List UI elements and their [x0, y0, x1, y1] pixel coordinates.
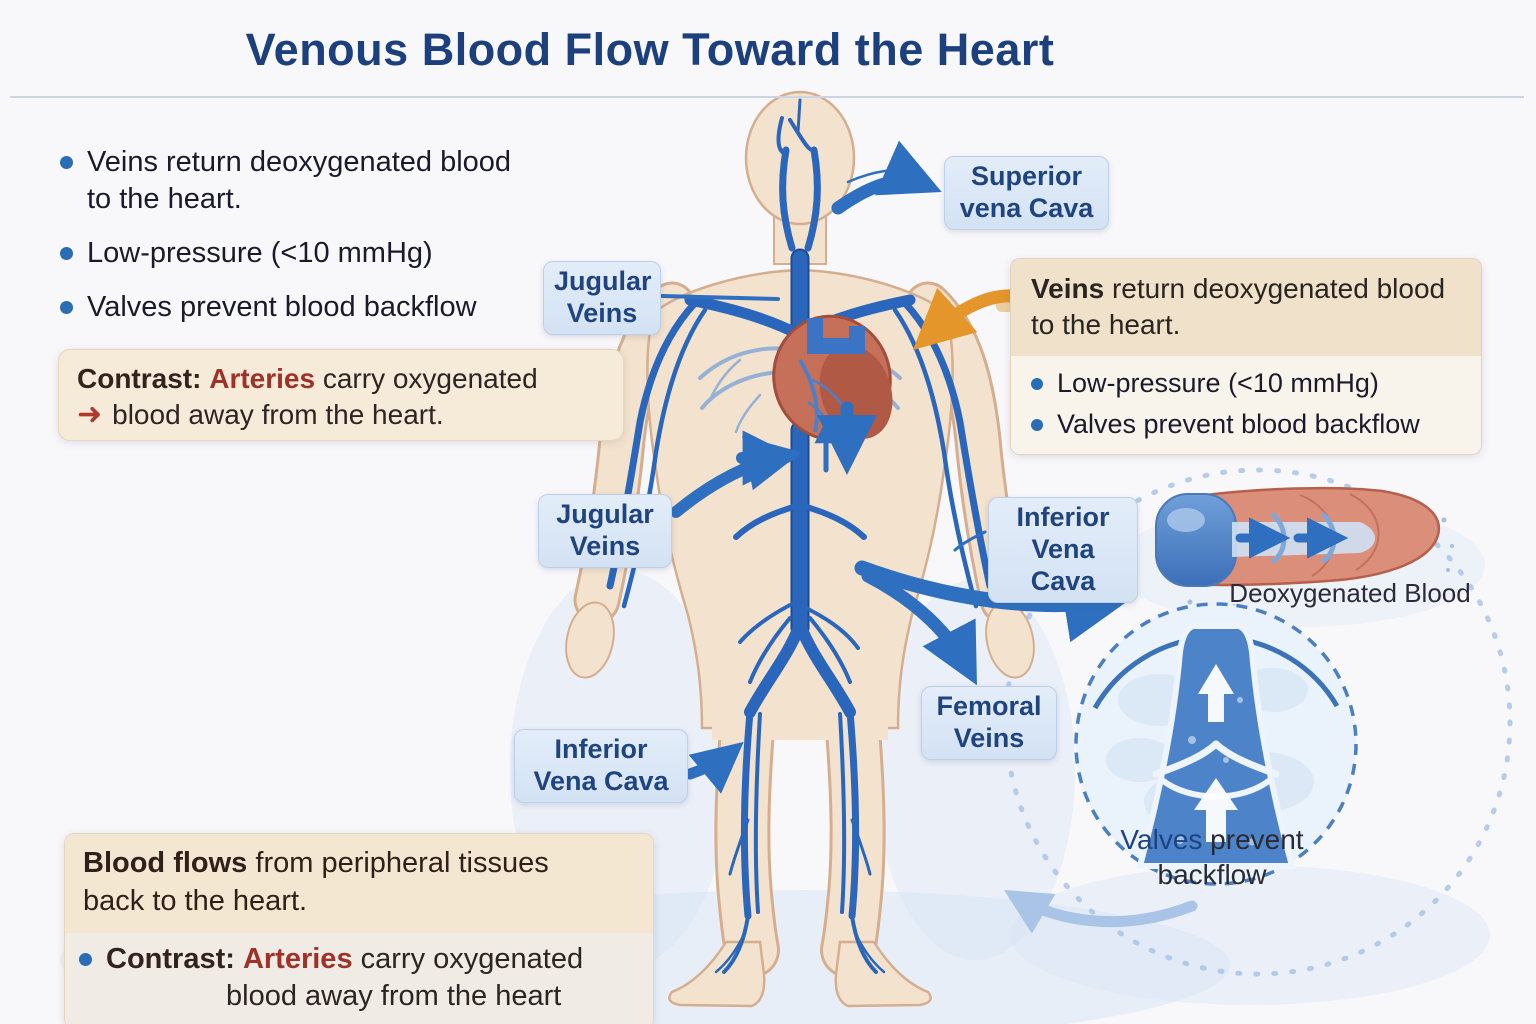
valve-inset-caption: Valves prevent backflow	[1120, 824, 1304, 890]
list-item: Valves prevent blood backflow	[60, 289, 620, 326]
bullet-icon	[79, 952, 92, 966]
inferior-vena-cava-left-arrow	[684, 741, 744, 794]
arrow-to-superior-vena-cava	[831, 140, 942, 215]
peripheral-flow-box: Blood flows from peripheral tissues back…	[64, 833, 654, 1024]
head	[744, 90, 856, 226]
list-item: Valves prevent blood backflow	[1031, 409, 1461, 440]
backflow-curved-arrow	[1004, 890, 1198, 934]
veins-info-box: Veins return deoxygenated blood to the h…	[1010, 258, 1482, 455]
left-hand	[565, 601, 615, 679]
label-jugular-veins-lower: Jugular Veins	[538, 494, 672, 568]
bullet-icon	[60, 156, 73, 169]
arrow-to-femoral-label	[861, 569, 977, 686]
contrast-note-box: Contrast: Arteries carry oxygenated ➜blo…	[58, 349, 624, 441]
right-foot	[834, 940, 932, 1008]
red-arrow-icon: ➜	[77, 398, 103, 432]
veins-info-bullets: Low-pressure (<10 mmHg) Valves prevent b…	[1011, 355, 1481, 454]
label-inferior-vena-cava-right: Inferior Vena Cava	[988, 497, 1138, 603]
bullet-icon	[1031, 377, 1043, 390]
contrast-line-2: ➜blood away from the heart.	[77, 398, 444, 432]
peripheral-flow-contrast: Contrast: Arteries carry oxygenated bloo…	[65, 932, 653, 1024]
peripheral-flow-heading: Blood flows from peripheral tissues back…	[65, 834, 653, 933]
veins-info-heading: Veins return deoxygenated blood to the h…	[1011, 259, 1481, 356]
title-divider	[10, 96, 1524, 98]
deoxygenated-blood-caption: Deoxygenated Blood	[1229, 578, 1471, 608]
bullet-icon	[1031, 418, 1043, 431]
label-superior-vena-cava: Superior vena Cava	[944, 156, 1109, 230]
vein-cross-section-illustration	[1155, 486, 1454, 616]
valve-inset-illustration	[1004, 602, 1358, 934]
pelvis	[712, 700, 888, 740]
label-femoral-veins: Femoral Veins	[921, 686, 1057, 760]
orange-arrow-from-info-box	[912, 287, 1021, 351]
jugular-upper-pointer-line	[660, 294, 780, 301]
inferior-vena-cava-right-pointer	[953, 530, 987, 552]
bullet-icon	[60, 247, 73, 261]
key-point-text: Low-pressure (<10 mmHg)	[87, 237, 433, 270]
valve-up-arrows	[1194, 664, 1238, 842]
contrast-line-1: Contrast: Arteries carry oxygenated	[77, 363, 538, 394]
label-inferior-vena-cava-left: Inferior Vena Cava	[514, 729, 688, 803]
left-foot	[668, 940, 766, 1008]
key-point-text: Valves prevent blood backflow	[87, 291, 477, 324]
list-item: Contrast: Arteries carry oxygenated bloo…	[79, 941, 639, 1016]
page-title: Venous Blood Flow Toward the Heart	[245, 24, 1055, 75]
bullet-icon	[60, 301, 73, 315]
list-item: Low-pressure (<10 mmHg)	[1031, 368, 1461, 399]
arrow-motion-line	[846, 168, 914, 184]
label-jugular-veins-upper: Jugular Veins	[543, 261, 661, 335]
list-item: Low-pressure (<10 mmHg)	[60, 235, 620, 272]
